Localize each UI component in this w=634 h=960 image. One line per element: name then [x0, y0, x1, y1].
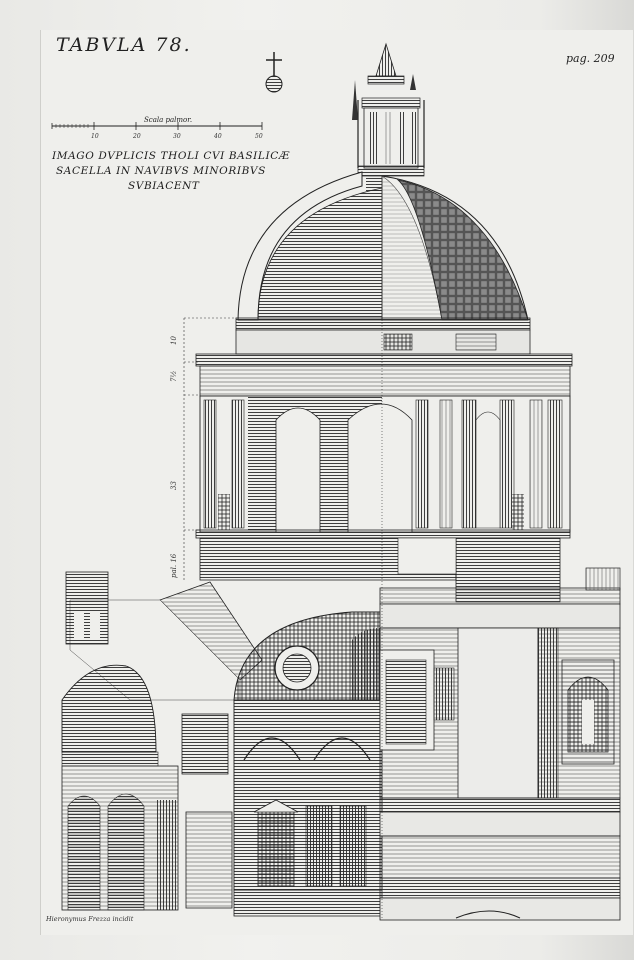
dimension-line: 10 7½ 33 pal. 16: [170, 317, 236, 580]
lower-section: [61, 176, 621, 921]
scale-tick-30: 30: [173, 133, 181, 140]
caption-line-2: SACELLA IN NAVIBVS MINORIBVS: [56, 165, 266, 177]
caption-line-3: SVBIACENT: [128, 180, 200, 192]
dimension-label-10: 10: [170, 336, 178, 345]
page-reference: pag. 209: [566, 52, 615, 65]
caption-line-1: IMAGO DVPLICIS THOLI CVI BASILICÆ: [52, 150, 290, 162]
engraver-signature: Hieronymus Frezza incidit: [46, 915, 134, 923]
scale-bar: 10 20 30 40 50: [51, 122, 263, 140]
dimension-label-7-half: 7½: [170, 371, 178, 382]
scale-tick-50: 50: [255, 133, 263, 140]
scale-tick-40: 40: [213, 133, 222, 140]
scale-tick-20: 20: [132, 133, 141, 140]
scale-tick-10: 10: [91, 133, 99, 140]
dimension-label-pal-16: pal. 16: [170, 553, 178, 578]
plate-title: TABVLA 78.: [56, 34, 192, 56]
dimension-label-33: 33: [170, 481, 178, 490]
scale-bar-label: Scala palmor.: [144, 116, 193, 124]
upper-dome: [195, 42, 573, 603]
cross-orb-ornament: [265, 52, 283, 93]
